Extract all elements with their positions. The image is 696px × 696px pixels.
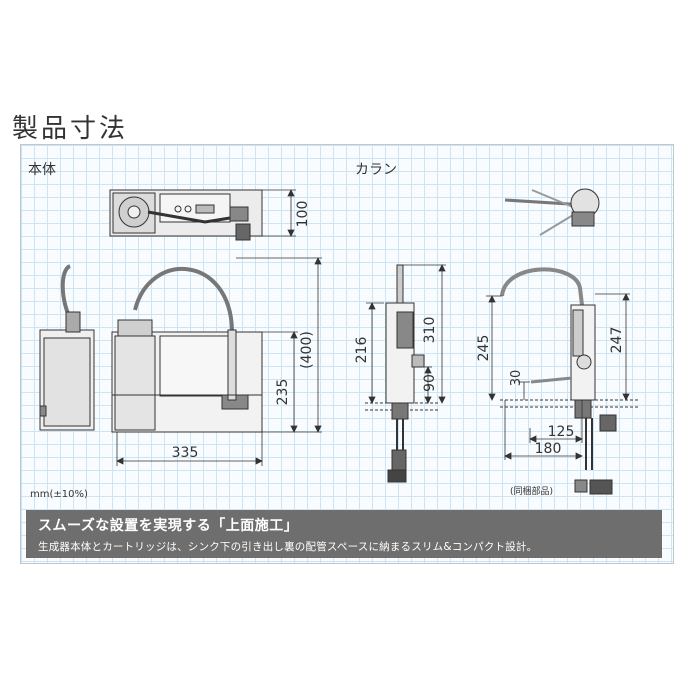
body-top-view: [109, 189, 263, 241]
dim-body-width-line: [116, 432, 263, 466]
faucet-top-view: [504, 188, 600, 236]
dim-faucet-reach-180: 180: [535, 441, 562, 457]
dim-faucet-side-offset: 30: [509, 370, 524, 387]
dim-faucet-reach-125: 125: [548, 424, 575, 440]
section-label-body: 本体: [28, 162, 56, 178]
dim-body-depth-line: [262, 189, 296, 237]
dim-body-height: 235: [275, 379, 291, 406]
dim-faucet-height: 310: [422, 317, 438, 344]
section-label-faucet: カラン: [355, 162, 397, 178]
dim-faucet-side-lines: [486, 293, 630, 460]
cartridge: [39, 264, 95, 431]
dim-body-width: 335: [172, 445, 199, 461]
tolerance-note: mm(±10%): [30, 489, 88, 500]
dim-body-height-lines: [236, 257, 322, 433]
faucet-front-view: [365, 264, 440, 483]
faucet-side-view: [500, 267, 640, 495]
dim-faucet-side-total: 247: [609, 327, 625, 354]
banner-subtext: 生成器本体とカートリッジは、シンク下の引き出し裏の配管スペースに納まるスリム&コ…: [38, 541, 538, 553]
dim-faucet-front-lines: [366, 264, 446, 404]
generator-unit: [111, 266, 263, 433]
dim-body-depth: 100: [295, 201, 311, 228]
dim-faucet-side-height: 245: [476, 335, 492, 362]
parts-note: (同梱部品): [510, 485, 553, 497]
banner-heading: スムーズな設置を実現する「上面施工」: [38, 518, 299, 534]
feature-banner: スムーズな設置を実現する「上面施工」 生成器本体とカートリッジは、シンク下の引き…: [26, 510, 662, 558]
dim-body-total-height: (400): [299, 331, 315, 369]
dim-faucet-spout-clearance: 90: [422, 374, 438, 392]
dim-faucet-front-height: 216: [354, 337, 370, 364]
page-title: 製品寸法: [12, 114, 129, 144]
